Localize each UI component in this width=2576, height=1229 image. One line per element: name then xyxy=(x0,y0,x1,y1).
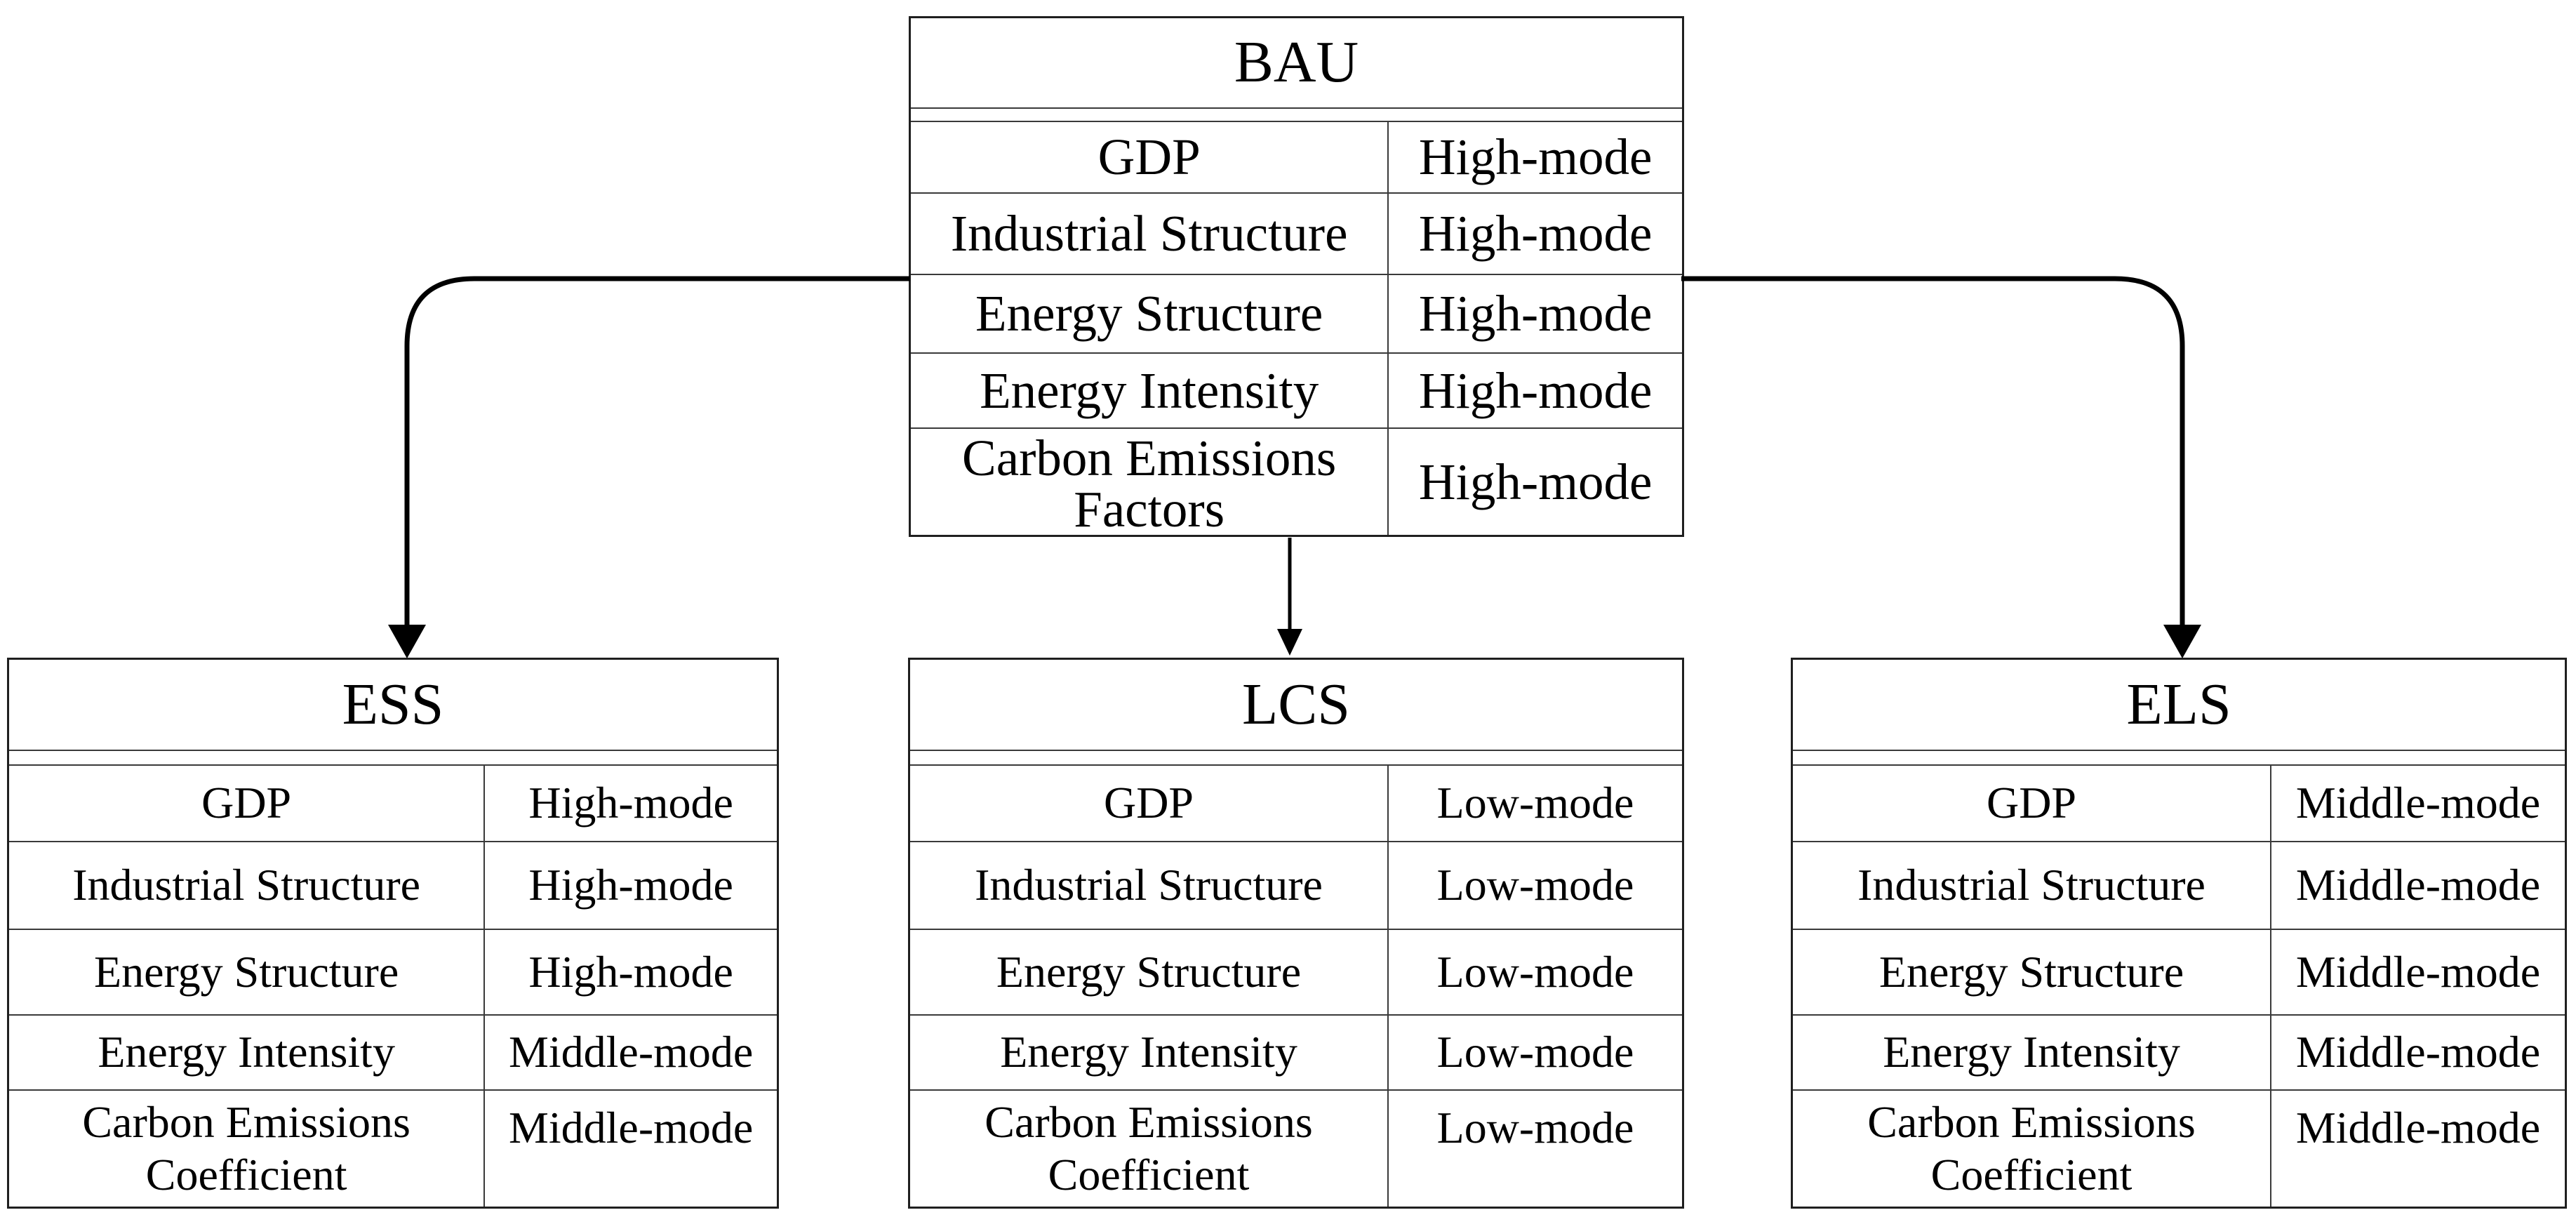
scenario-table-lcs: LCS GDP Low-mode Industrial Structure Lo… xyxy=(908,658,1684,1209)
factor-label-cell: Carbon Emissions Coefficient xyxy=(910,1091,1389,1207)
mode-value-cell: Middle-mode xyxy=(2295,1027,2541,1077)
mode-value-cell: High-mode xyxy=(1418,361,1653,419)
mode-value-cell: Middle-mode xyxy=(2295,946,2541,997)
mode-value-cell: High-mode xyxy=(1418,453,1653,510)
mode-value-cell: High-mode xyxy=(1418,205,1653,263)
title-double-rule-gap xyxy=(1793,751,2565,766)
table-title-ess: ESS xyxy=(9,660,777,751)
factor-label-cell: Energy Intensity xyxy=(1793,1016,2271,1089)
table-row: Energy Intensity High-mode xyxy=(911,352,1682,427)
factor-label-cell: Industrial Structure xyxy=(9,842,486,929)
table-row: GDP High-mode xyxy=(9,766,777,841)
factor-label-cell: GDP xyxy=(911,122,1389,192)
mode-value-cell: Low-mode xyxy=(1436,860,1634,910)
factor-label-cell: Energy Intensity xyxy=(9,1016,486,1089)
factor-label-cell: GDP xyxy=(910,766,1389,841)
mode-value-cell: Low-mode xyxy=(1436,946,1634,997)
factor-label-cell: GDP xyxy=(1793,766,2271,841)
table-row: Carbon Emissions Coefficient Middle-mode xyxy=(9,1089,777,1207)
scenario-table-ess: ESS GDP High-mode Industrial Structure H… xyxy=(7,658,779,1209)
mode-value-cell: High-mode xyxy=(528,946,733,997)
factor-label-cell: Energy Structure xyxy=(1793,930,2271,1014)
factor-label-cell: Energy Structure xyxy=(911,275,1389,352)
factor-label-cell: Industrial Structure xyxy=(1793,842,2271,929)
table-row: Energy Structure Middle-mode xyxy=(1793,929,2565,1014)
table-row: GDP Low-mode xyxy=(910,766,1682,841)
factor-label-cell: Carbon Emissions Factors xyxy=(911,428,1389,535)
mode-value-cell: Middle-mode xyxy=(2295,778,2541,828)
factor-label-cell: Carbon Emissions Coefficient xyxy=(1793,1091,2271,1207)
mode-value-cell: High-mode xyxy=(1418,128,1653,186)
table-row: Carbon Emissions Coefficient Middle-mode xyxy=(1793,1089,2565,1207)
mode-value-cell: Middle-mode xyxy=(508,1027,754,1077)
table-row: GDP High-mode xyxy=(911,122,1682,192)
mode-value-cell: High-mode xyxy=(528,778,733,828)
scenario-table-els: ELS GDP Middle-mode Industrial Structure… xyxy=(1791,658,2567,1209)
table-row: Energy Intensity Middle-mode xyxy=(9,1014,777,1089)
title-double-rule-gap xyxy=(9,751,777,766)
table-row: Energy Structure High-mode xyxy=(911,274,1682,352)
table-row: Energy Structure Low-mode xyxy=(910,929,1682,1014)
factor-label-cell: Energy Intensity xyxy=(910,1016,1389,1089)
factor-label-cell: Carbon Emissions Coefficient xyxy=(9,1091,486,1207)
factor-label-cell: Industrial Structure xyxy=(910,842,1389,929)
table-row: Industrial Structure Low-mode xyxy=(910,841,1682,929)
table-title-lcs: LCS xyxy=(910,660,1682,751)
table-row: Energy Intensity Middle-mode xyxy=(1793,1014,2565,1089)
scenario-table-bau: BAU GDP High-mode Industrial Structure H… xyxy=(909,16,1684,537)
factor-label-cell: Energy Structure xyxy=(910,930,1389,1014)
table-title-bau: BAU xyxy=(911,18,1682,109)
title-double-rule-gap xyxy=(910,751,1682,766)
factor-label-cell: Industrial Structure xyxy=(911,193,1389,274)
table-row: Industrial Structure High-mode xyxy=(9,841,777,929)
factor-label-cell: Energy Intensity xyxy=(911,353,1389,427)
mode-value-cell: Middle-mode xyxy=(2295,860,2541,910)
table-row: Carbon Emissions Coefficient Low-mode xyxy=(910,1089,1682,1207)
table-row: GDP Middle-mode xyxy=(1793,766,2565,841)
factor-label-cell: Energy Structure xyxy=(9,930,486,1014)
mode-value-cell: Middle-mode xyxy=(2295,1103,2541,1152)
mode-value-cell: Low-mode xyxy=(1436,778,1634,828)
arrow-bau-to-els xyxy=(1681,276,2201,658)
mode-value-cell: High-mode xyxy=(528,860,733,910)
mode-value-cell: Middle-mode xyxy=(508,1103,754,1152)
factor-label-cell: GDP xyxy=(9,766,486,841)
mode-value-cell: Low-mode xyxy=(1436,1103,1634,1152)
arrow-bau-to-lcs xyxy=(1277,538,1302,656)
table-row: Energy Structure High-mode xyxy=(9,929,777,1014)
mode-value-cell: Low-mode xyxy=(1436,1027,1634,1077)
table-row: Industrial Structure Middle-mode xyxy=(1793,841,2565,929)
table-title-els: ELS xyxy=(1793,660,2565,751)
arrow-bau-to-ess xyxy=(388,276,910,658)
mode-value-cell: High-mode xyxy=(1418,285,1653,343)
table-row: Energy Intensity Low-mode xyxy=(910,1014,1682,1089)
table-row: Industrial Structure High-mode xyxy=(911,192,1682,274)
table-row: Carbon Emissions Factors High-mode xyxy=(911,427,1682,535)
title-double-rule-gap xyxy=(911,109,1682,123)
